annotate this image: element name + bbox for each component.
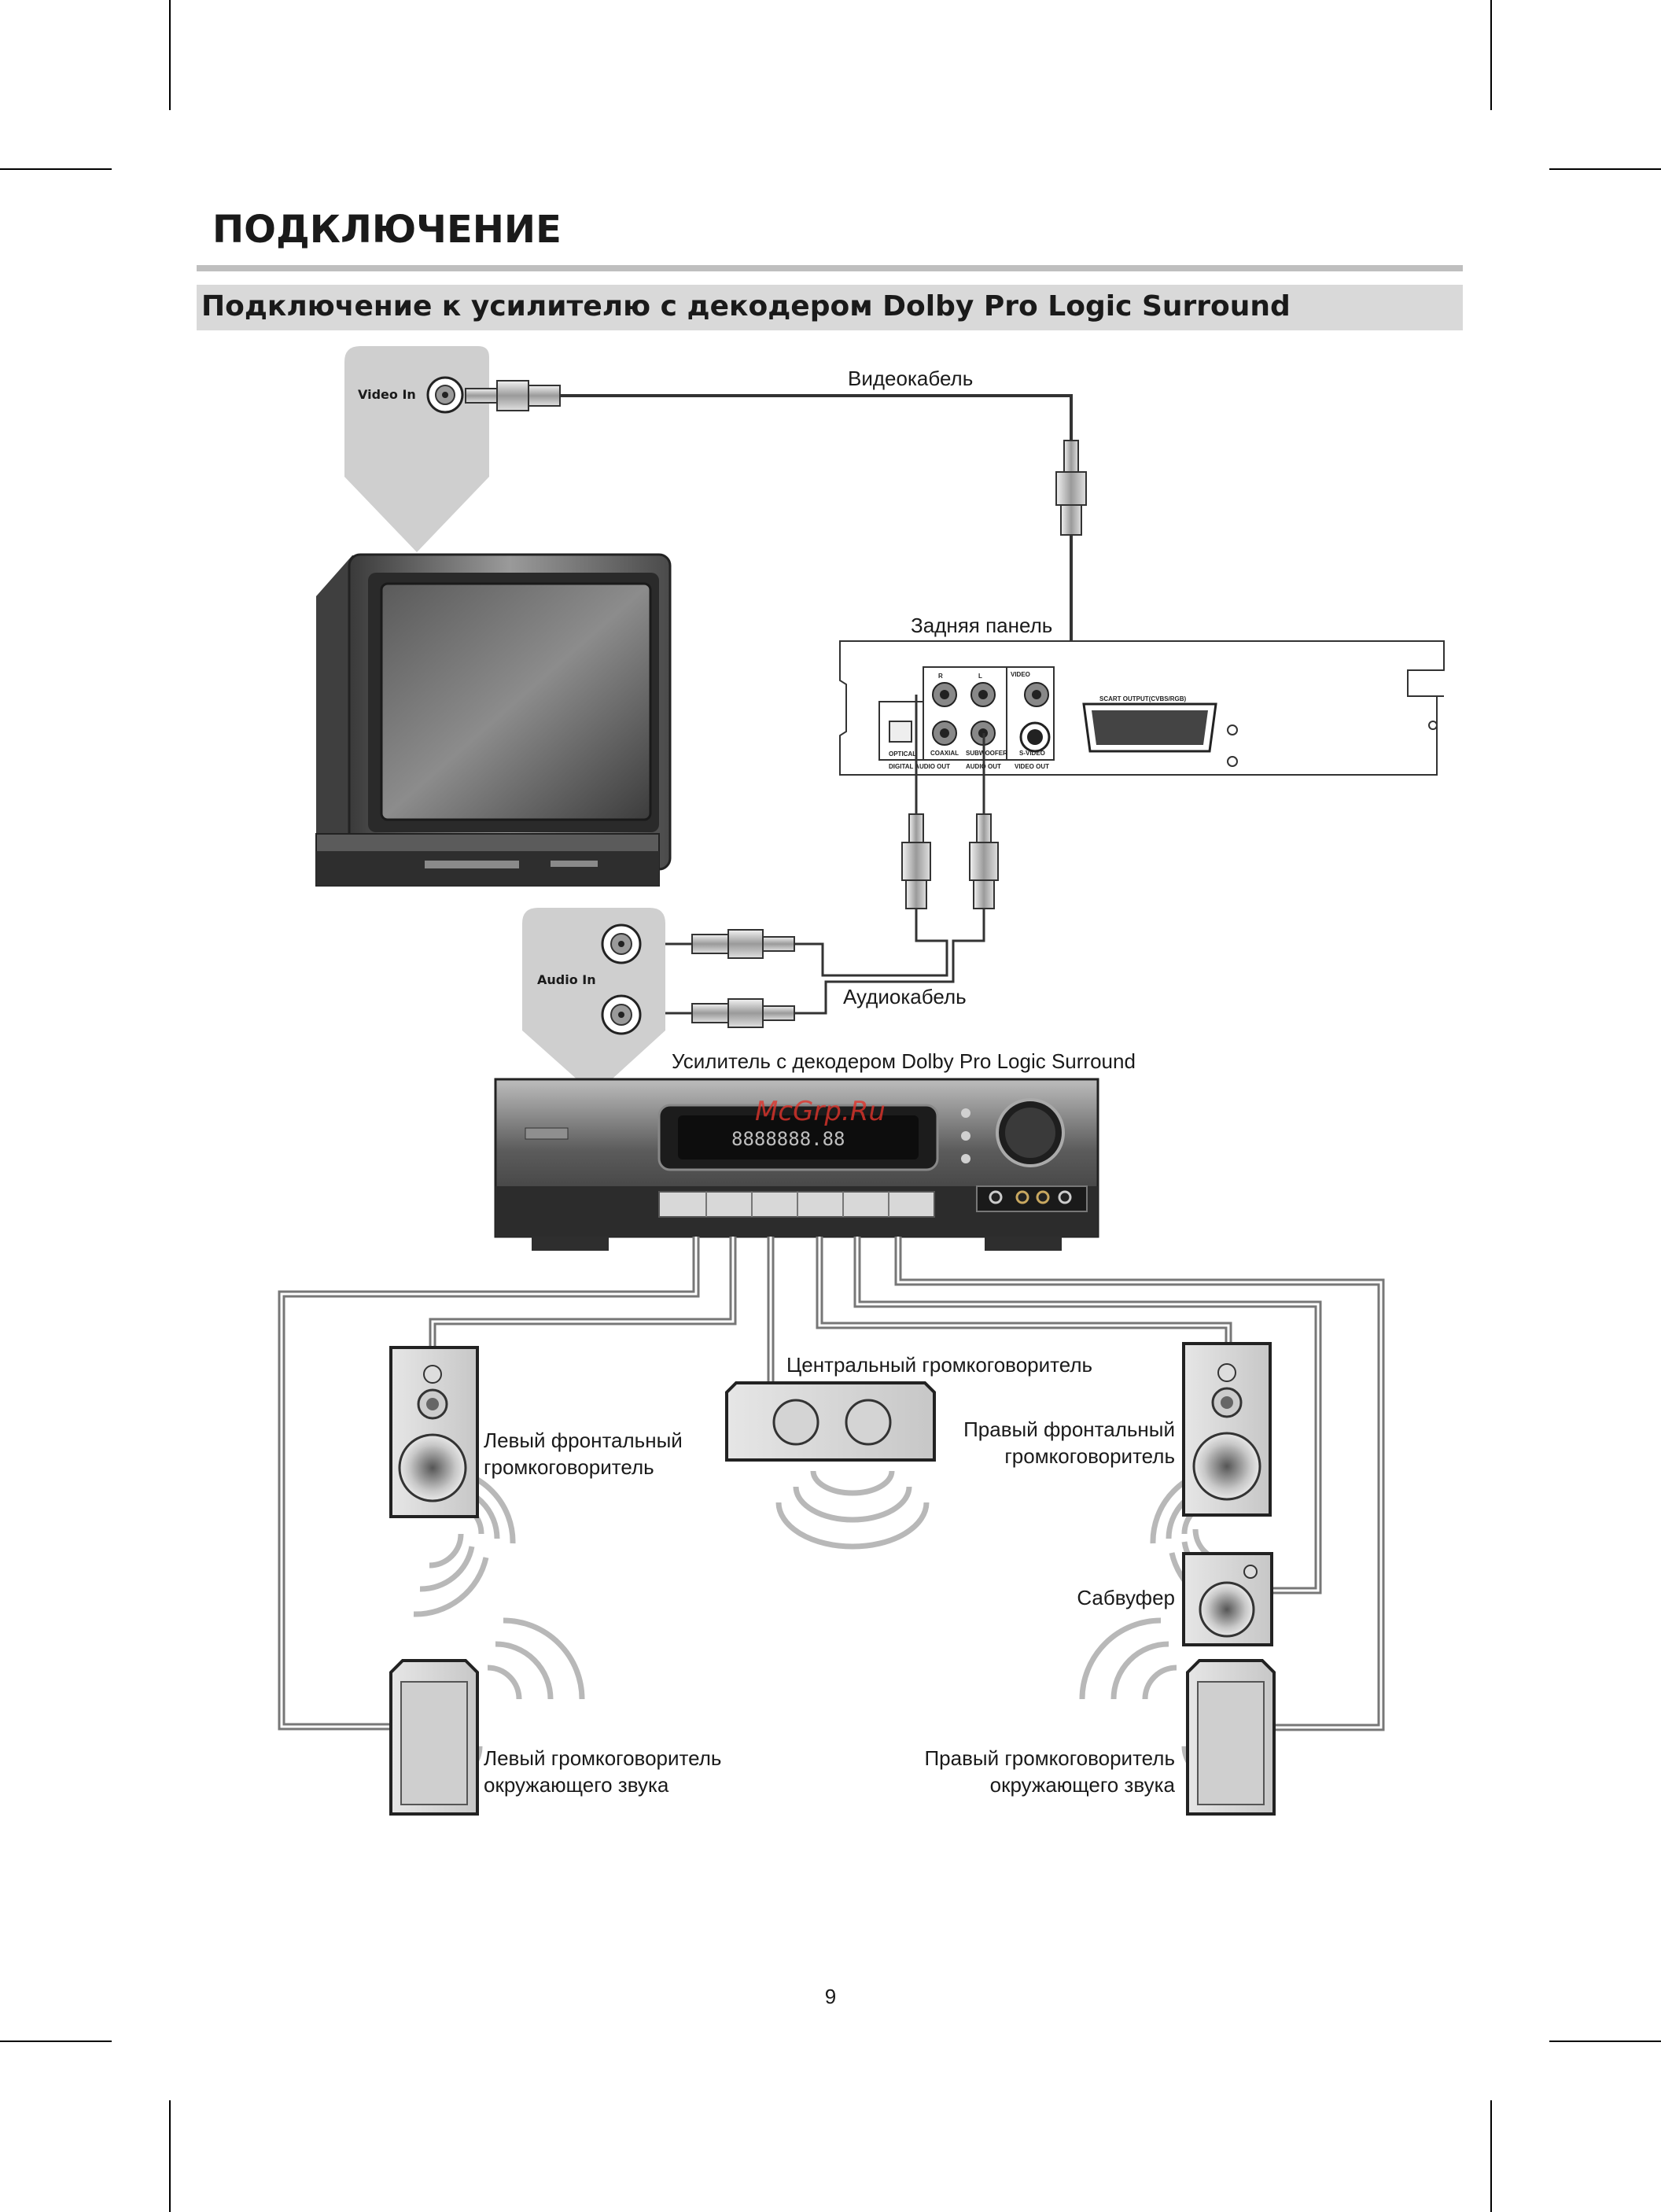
page-number: 9 — [825, 1985, 836, 2008]
rear-panel: SCART OUTPUT(CVBS/RGB) VIDEO R L OPTICAL… — [839, 640, 1445, 776]
video-cable-plug-player — [1055, 440, 1087, 536]
video-cable-wire — [560, 394, 1073, 441]
heading-rule — [197, 265, 1463, 271]
panel-coaxial-label: COAXIAL — [930, 750, 959, 757]
center-speaker-label: Центральный громкоговоритель — [786, 1353, 1092, 1377]
subwoofer — [1182, 1552, 1273, 1646]
panel-optical-label: OPTICAL — [889, 750, 916, 758]
video-in-jack — [426, 376, 464, 414]
speaker-wires — [278, 1237, 1385, 1731]
page-heading: ПОДКЛЮЧЕНИЕ — [212, 208, 562, 252]
panel-svideo-label: S-VIDEO — [1019, 750, 1045, 757]
watermark: McGrp.Ru — [755, 1096, 886, 1127]
audio-in-jacks — [601, 924, 642, 1035]
right-front-label-1: Правый фронтальный — [963, 1418, 1175, 1441]
right-surround-speaker — [1186, 1659, 1276, 1816]
audio-in-label: Audio In — [537, 972, 596, 987]
tv-set — [315, 553, 672, 887]
left-surround-speaker — [389, 1659, 479, 1816]
panel-subwoofer-label: SUBWOOFER — [966, 750, 1007, 757]
audio-in-callout — [522, 908, 665, 1095]
right-surround-label-1: Правый громкоговоритель — [924, 1746, 1175, 1770]
left-front-speaker — [389, 1346, 479, 1518]
right-front-label-2: громкоговоритель — [1004, 1444, 1175, 1468]
scart-label: SCART OUTPUT(CVBS/RGB) — [1099, 695, 1187, 702]
right-front-speaker — [1182, 1342, 1272, 1517]
section-title: Подключение к усилителю с декодером Dolb… — [201, 290, 1291, 323]
panel-digital-out-label: DIGITAL AUDIO OUT — [889, 763, 950, 770]
video-in-callout — [344, 346, 489, 552]
panel-video-out-label: VIDEO OUT — [1015, 763, 1049, 770]
subwoofer-label: Сабвуфер — [1077, 1586, 1175, 1609]
audio-cable-label: Аудиокабель — [843, 985, 967, 1008]
left-surround-label-1: Левый громкоговоритель — [484, 1746, 721, 1770]
left-front-label-2: громкоговоритель — [484, 1455, 654, 1479]
left-front-label-1: Левый фронтальный — [484, 1429, 683, 1452]
amplifier-label: Усилитель с декодером Dolby Pro Logic Su… — [672, 1049, 1136, 1073]
right-surround-label-2: окружающего звука — [990, 1773, 1176, 1797]
video-in-label: Video In — [358, 387, 416, 402]
rear-panel-label: Задняя панель — [911, 614, 1052, 637]
panel-r-label: R — [938, 673, 943, 680]
video-cable-label: Видеокабель — [848, 367, 973, 390]
panel-l-label: L — [978, 673, 982, 680]
left-surround-label-2: окружающего звука — [484, 1773, 669, 1797]
section-bar — [197, 285, 1463, 330]
center-speaker — [725, 1381, 936, 1462]
panel-video-label: VIDEO — [1011, 671, 1030, 678]
video-cable-plug-tv — [465, 380, 561, 411]
amp-display-digits: 8888888.88 — [731, 1128, 845, 1150]
amplifier: 8888888.88 — [494, 1078, 1099, 1251]
